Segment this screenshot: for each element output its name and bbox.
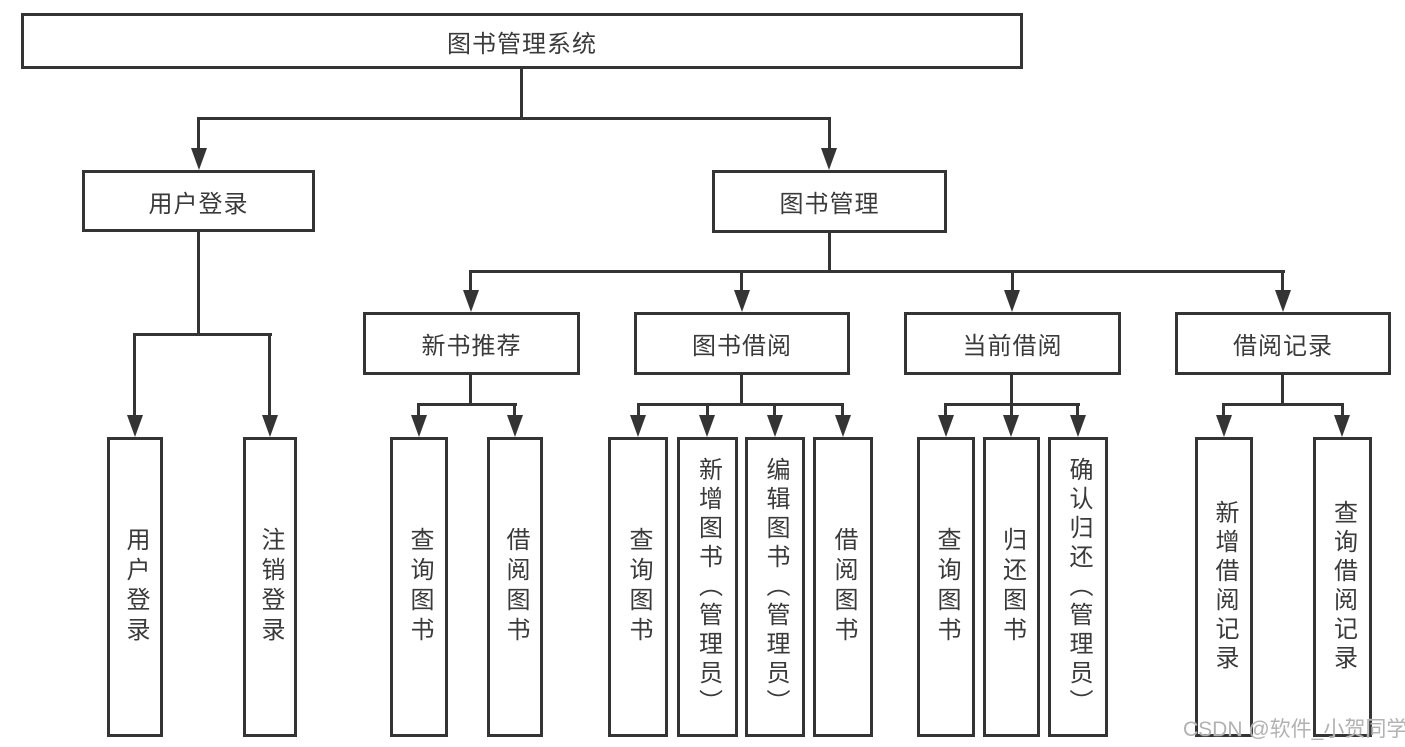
connector-line — [133, 333, 272, 336]
connector-line — [1281, 270, 1284, 294]
node-borrowing-records: 借阅记录 — [1175, 312, 1391, 375]
connector-line — [513, 403, 516, 419]
connector-line — [828, 117, 831, 152]
connector-line — [417, 403, 420, 419]
connector-line — [1010, 375, 1013, 406]
arrowhead-down-icon — [1003, 415, 1019, 437]
connector-line — [197, 117, 200, 152]
connector-line — [637, 403, 640, 419]
connector-line — [197, 232, 200, 336]
leaf-records-query-record: 查询借阅记录 — [1313, 437, 1372, 737]
connector-line — [1076, 403, 1079, 419]
arrowhead-down-icon — [411, 415, 427, 437]
connector-line — [841, 403, 844, 419]
node-current-borrowing: 当前借阅 — [904, 312, 1121, 375]
arrowhead-down-icon — [507, 415, 523, 437]
arrowhead-down-icon — [1004, 290, 1020, 312]
arrowhead-down-icon — [262, 415, 278, 437]
csdn-watermark: CSDN @软件_小贺同学 — [1183, 718, 1405, 741]
connector-line — [637, 403, 844, 406]
leaf-borrowing-query-books: 查询图书 — [608, 437, 668, 737]
connector-line — [740, 270, 743, 294]
arrowhead-down-icon — [835, 415, 851, 437]
arrowhead-down-icon — [630, 415, 646, 437]
leaf-current-query-books: 查询图书 — [917, 437, 975, 737]
arrowhead-down-icon — [938, 415, 954, 437]
arrowhead-down-icon — [1070, 415, 1086, 437]
node-new-book-recommend: 新书推荐 — [363, 312, 580, 375]
connector-line — [706, 403, 709, 419]
connector-line — [1010, 403, 1013, 419]
connector-line — [1011, 270, 1014, 294]
connector-line — [520, 69, 523, 118]
leaf-recommend-borrow-books: 借阅图书 — [487, 437, 543, 737]
arrowhead-down-icon — [767, 415, 783, 437]
connector-line — [469, 375, 472, 406]
arrowhead-down-icon — [463, 290, 479, 312]
arrowhead-down-icon — [127, 415, 143, 437]
connector-line — [417, 403, 517, 406]
leaf-borrowing-borrow-books: 借阅图书 — [813, 437, 873, 737]
node-root-library-system: 图书管理系统 — [21, 13, 1023, 69]
connector-line — [268, 333, 271, 419]
leaf-current-confirm-return-admin: 确认归还（管理员） — [1048, 437, 1108, 737]
leaf-recommend-query-books: 查询图书 — [390, 437, 448, 737]
connector-line — [1222, 403, 1344, 406]
connector-line — [740, 375, 743, 406]
arrowhead-down-icon — [734, 290, 750, 312]
arrowhead-down-icon — [191, 148, 207, 170]
connector-line — [1222, 403, 1225, 419]
node-book-management: 图书管理 — [712, 170, 947, 233]
connector-line — [1281, 375, 1284, 406]
arrowhead-down-icon — [821, 148, 837, 170]
connector-line — [133, 333, 136, 419]
arrowhead-down-icon — [1216, 415, 1232, 437]
connector-line — [828, 233, 831, 272]
leaf-borrowing-add-books-admin: 新增图书（管理员） — [677, 437, 738, 737]
arrowhead-down-icon — [699, 415, 715, 437]
connector-line — [944, 403, 947, 419]
leaf-current-return-books: 归还图书 — [983, 437, 1040, 737]
leaf-user-login: 用户登录 — [107, 437, 163, 737]
connector-line — [1341, 403, 1344, 419]
arrowhead-down-icon — [1334, 415, 1350, 437]
leaf-logout: 注销登录 — [243, 437, 297, 737]
leaf-records-add-record: 新增借阅记录 — [1195, 437, 1253, 737]
node-user-login: 用户登录 — [82, 170, 315, 232]
connector-line — [469, 270, 1285, 273]
connector-line — [469, 270, 472, 294]
connector-line — [197, 117, 831, 120]
arrowhead-down-icon — [1275, 290, 1291, 312]
connector-line — [773, 403, 776, 419]
node-book-borrowing: 图书借阅 — [634, 312, 850, 375]
leaf-borrowing-edit-books-admin: 编辑图书（管理员） — [745, 437, 805, 737]
